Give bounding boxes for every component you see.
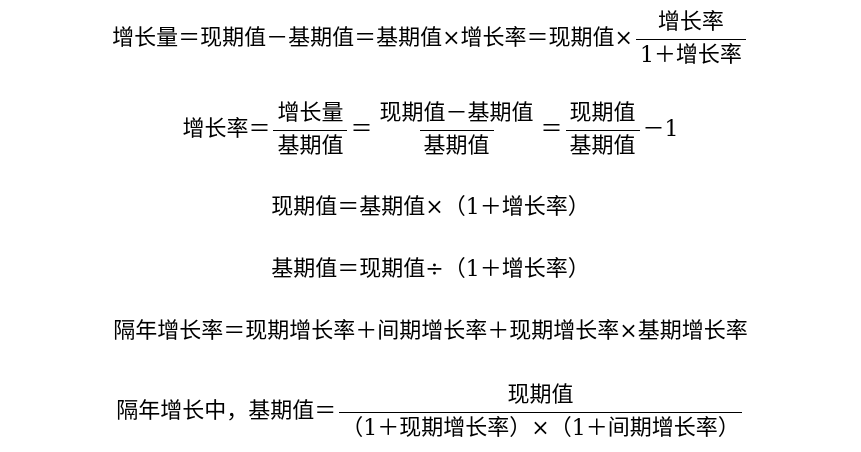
fraction-denominator: 基期值: [565, 129, 640, 158]
formula-growth-amount: 增长量＝现期值－基期值＝基期值×增长率＝现期值× 增长率 1＋增长率: [0, 8, 861, 70]
fraction-numerator: 增长量: [277, 100, 344, 126]
formula-text: 隔年增长中，基期值＝: [116, 399, 337, 424]
formula-base-value: 基期值＝现期值÷（1＋增长率）: [0, 255, 861, 285]
formula-growth-rate: 增长率＝ 增长量 基期值 ＝ 现期值－基期值 基期值 ＝ 现期值 基期值 －1: [0, 98, 861, 162]
fraction: 现期值 基期值: [565, 100, 640, 158]
fraction: 现期值－基期值 基期值: [376, 100, 538, 158]
fraction-denominator: 1＋增长率: [635, 38, 746, 67]
formula-biennial-base-value: 隔年增长中，基期值＝ 现期值 （1＋现期增长率）×（1＋间期增长率）: [0, 380, 861, 444]
fraction-numerator: 现期值: [569, 100, 636, 126]
formula-text: 增长量＝现期值－基期值＝基期值×增长率＝现期值×: [112, 26, 633, 51]
fraction-numerator: 现期值: [507, 382, 574, 408]
formula-text: 基期值＝现期值÷（1＋增长率）: [271, 257, 590, 282]
fraction-denominator: （1＋现期增长率）×（1＋间期增长率）: [339, 411, 742, 440]
fraction-denominator: 基期值: [419, 129, 494, 158]
equals-sign: ＝: [350, 117, 373, 142]
formula-current-value: 现期值＝基期值×（1＋增长率）: [0, 193, 861, 223]
fraction-numerator: 现期值－基期值: [379, 100, 534, 126]
equals-sign: ＝: [540, 117, 563, 142]
formula-text: 增长率＝: [182, 117, 271, 142]
formula-biennial-growth-rate: 隔年增长率＝现期增长率＋间期增长率＋现期增长率×基期增长率: [0, 317, 861, 347]
fraction: 增长率 1＋增长率: [635, 9, 746, 67]
formula-text: 隔年增长率＝现期增长率＋间期增长率＋现期增长率×基期增长率: [113, 319, 748, 344]
formula-text: 现期值＝基期值×（1＋增长率）: [271, 195, 590, 220]
fraction-numerator: 增长率: [657, 9, 724, 35]
fraction: 增长量 基期值: [273, 100, 348, 158]
fraction-denominator: 基期值: [273, 129, 348, 158]
fraction: 现期值 （1＋现期增长率）×（1＋间期增长率）: [339, 382, 742, 440]
formula-text: －1: [642, 117, 679, 142]
